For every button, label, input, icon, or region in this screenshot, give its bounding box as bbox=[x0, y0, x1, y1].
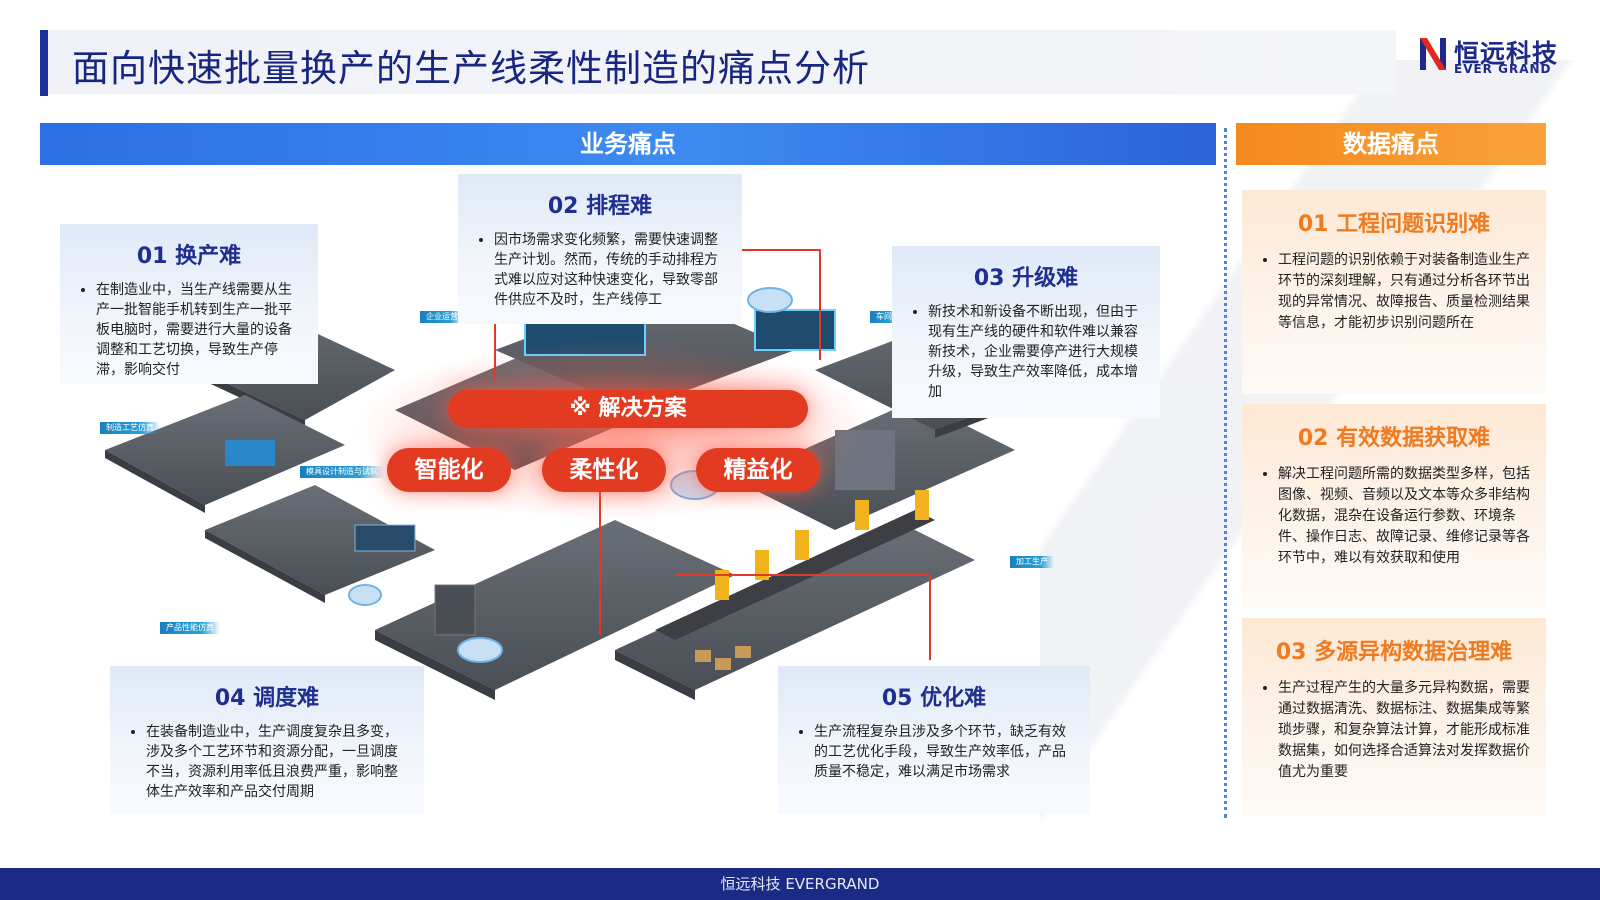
pain-card-text: 因市场需求变化频繁，需要快速调整生产计划。然而，传统的手动排程方式难以应对这种快… bbox=[494, 230, 726, 310]
data-card-title: 03 多源异构数据治理难 bbox=[1275, 640, 1513, 665]
business-pain-header: 业务痛点 bbox=[40, 123, 1216, 165]
footer: 恒远科技 EVERGRAND bbox=[0, 868, 1600, 900]
scene-tag-process-sim: 制造工艺仿真 bbox=[100, 422, 160, 434]
data-card-problem-identification: 01 工程问题识别难 工程问题的识别依赖于对装备制造业生产环节的深刻理解，只有通… bbox=[1242, 190, 1546, 394]
pain-card-title: 02 排程难 bbox=[547, 194, 653, 219]
solution-lean: 精益化 bbox=[696, 448, 820, 492]
solution-label: ※ 解决方案 bbox=[448, 390, 808, 428]
logo-text-cn: 恒远科技 bbox=[1454, 39, 1559, 68]
pain-card-title: 04 调度难 bbox=[214, 686, 320, 711]
scene-tag-mold-design: 模具设计制造与试制 bbox=[300, 466, 384, 478]
data-card-text: 解决工程问题所需的数据类型多样，包括图像、视频、音频以及文本等众多非结构化数据，… bbox=[1278, 464, 1532, 569]
pain-card-dispatch: 04 调度难 在装备制造业中，生产调度复杂且多变，涉及多个工艺环节和资源分配，一… bbox=[110, 666, 424, 814]
page-title: 面向快速批量换产的生产线柔性制造的痛点分析 bbox=[72, 47, 870, 90]
section-divider bbox=[1224, 128, 1227, 818]
scene-tag-workshop: 车间 bbox=[870, 311, 898, 323]
data-card-text: 工程问题的识别依赖于对装备制造业生产环节的深刻理解，只有通过分析各环节出现的异常… bbox=[1278, 250, 1532, 334]
data-card-title: 01 工程问题识别难 bbox=[1297, 212, 1491, 237]
scene-tag-machining: 加工生产 bbox=[1010, 556, 1054, 568]
data-card-text: 生产过程产生的大量多元异构数据，需要通过数据清洗、数据标注、数据集成等繁琐步骤，… bbox=[1278, 678, 1532, 783]
logo-text-en: EVER GRAND bbox=[1454, 62, 1552, 76]
solution-intelligent: 智能化 bbox=[387, 448, 511, 492]
pain-card-optimization: 05 优化难 生产流程复杂且涉及多个环节，缺乏有效的工艺优化手段，导致生产效率低… bbox=[778, 666, 1090, 814]
pain-card-scheduling: 02 排程难 因市场需求变化频繁，需要快速调整生产计划。然而，传统的手动排程方式… bbox=[458, 174, 742, 324]
data-card-data-governance: 03 多源异构数据治理难 生产过程产生的大量多元异构数据，需要通过数据清洗、数据… bbox=[1242, 618, 1546, 816]
logo-mark-icon bbox=[1420, 38, 1446, 70]
pain-card-changeover: 01 换产难 在制造业中，当生产线需要从生产一批智能手机转到生产一批平板电脑时，… bbox=[60, 224, 318, 384]
pain-card-text: 生产流程复杂且涉及多个环节，缺乏有效的工艺优化手段，导致生产效率低，产品质量不稳… bbox=[814, 722, 1074, 782]
pain-card-title: 01 换产难 bbox=[136, 244, 242, 269]
pain-card-text: 在制造业中，当生产线需要从生产一批智能手机转到生产一批平板电脑时，需要进行大量的… bbox=[96, 280, 302, 380]
pain-card-title: 05 优化难 bbox=[881, 686, 987, 711]
data-card-data-acquisition: 02 有效数据获取难 解决工程问题所需的数据类型多样，包括图像、视频、音频以及文… bbox=[1242, 404, 1546, 608]
title-bar bbox=[40, 30, 1396, 94]
pain-card-upgrade: 03 升级难 新技术和新设备不断出现，但由于现有生产线的硬件和软件难以兼容新技术… bbox=[892, 246, 1160, 418]
pain-card-text: 在装备制造业中，生产调度复杂且多变，涉及多个工艺环节和资源分配，一旦调度不当，资… bbox=[146, 722, 408, 802]
scene-tag-enterprise-ops: 企业运营 bbox=[420, 311, 464, 323]
title-accent bbox=[40, 30, 48, 96]
logo: 恒远科技 EVER GRAND bbox=[1420, 36, 1580, 80]
data-card-title: 02 有效数据获取难 bbox=[1297, 426, 1491, 451]
pain-card-text: 新技术和新设备不断出现，但由于现有生产线的硬件和软件难以兼容新技术，企业需要停产… bbox=[928, 302, 1144, 402]
pain-card-title: 03 升级难 bbox=[973, 266, 1079, 291]
data-pain-header: 数据痛点 bbox=[1236, 123, 1546, 165]
solution-flexible: 柔性化 bbox=[542, 448, 666, 492]
scene-tag-product-sim: 产品性能仿真 bbox=[160, 622, 220, 634]
